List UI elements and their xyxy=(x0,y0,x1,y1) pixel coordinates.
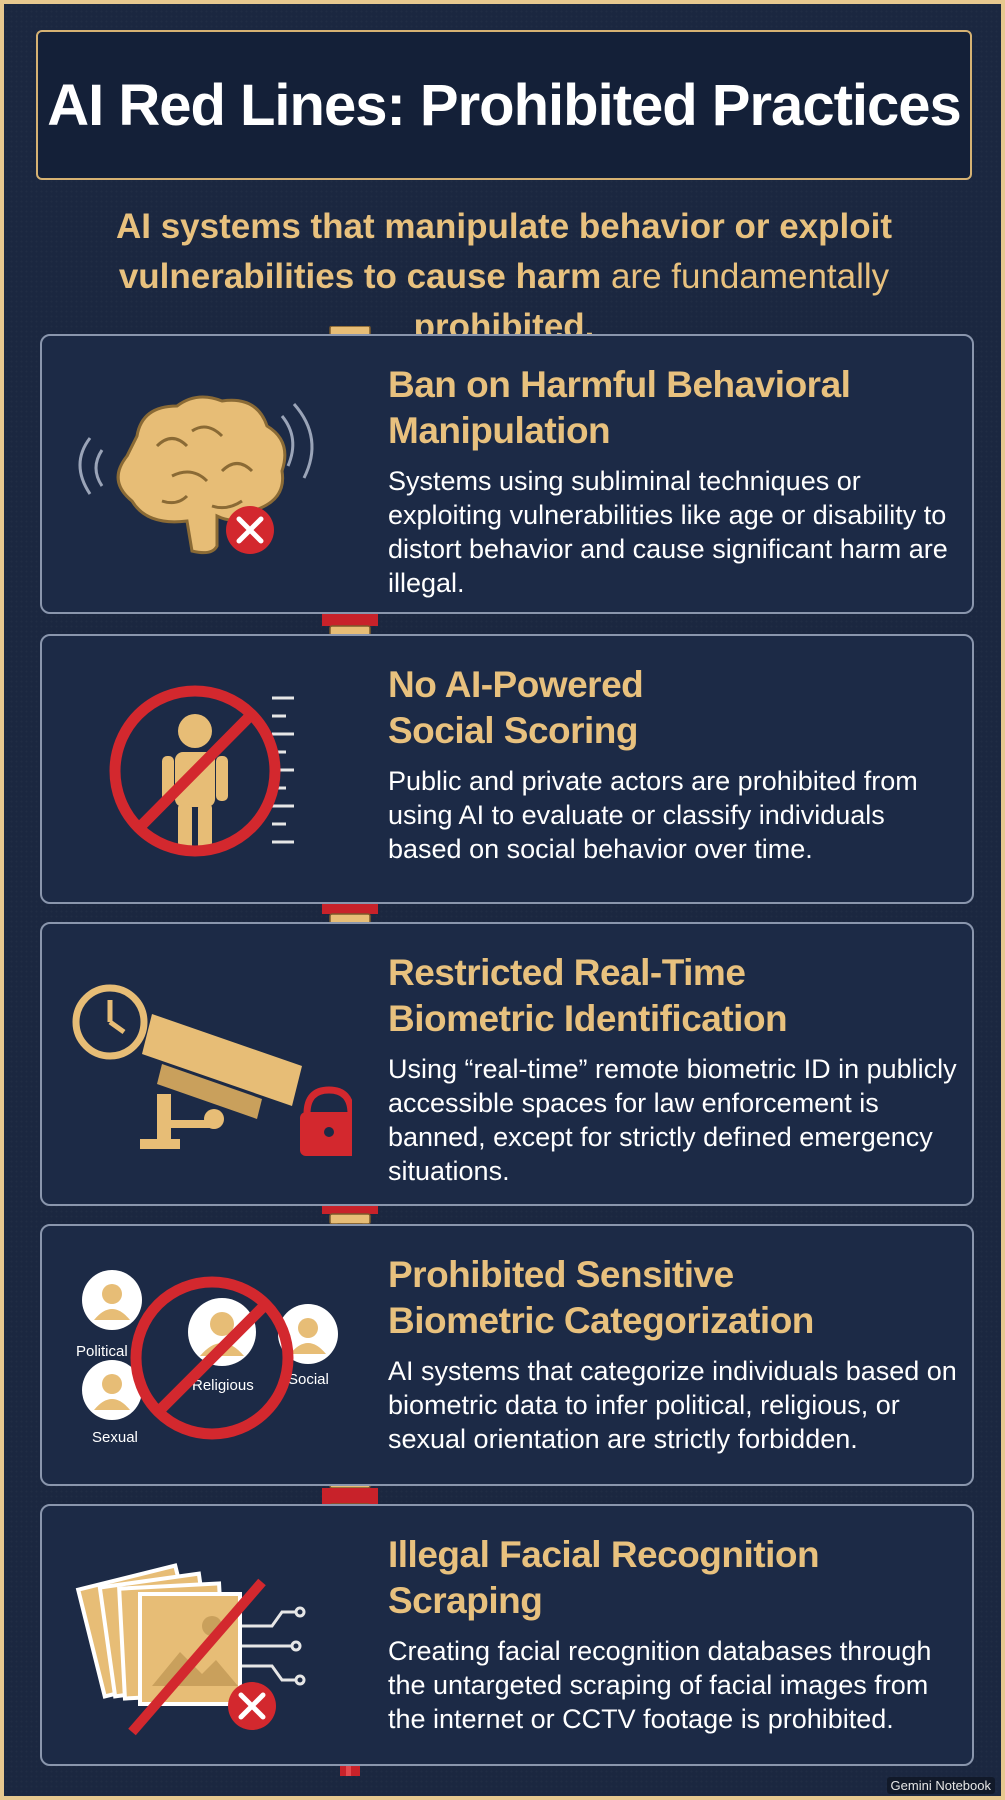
card-heading-line-2: Scraping xyxy=(388,1580,543,1621)
card-heading-line-1: Restricted Real-Time xyxy=(388,952,746,993)
card-heading: Prohibited Sensitive Biometric Categoriz… xyxy=(388,1252,960,1344)
card-text: Ban on Harmful Behavioral Manipulation S… xyxy=(388,362,960,600)
card-biometric-categorization: Political Religious Social Sexual Prohib… xyxy=(40,1224,974,1486)
card-heading-line-1: Illegal Facial Recognition xyxy=(388,1534,820,1575)
infographic-frame: AI Red Lines: Prohibited Practices AI sy… xyxy=(4,4,1001,1796)
card-heading: Ban on Harmful Behavioral Manipulation xyxy=(388,362,960,454)
subtitle-connector: are fundamentally xyxy=(601,257,890,296)
card-text: No AI-Powered Social Scoring Public and … xyxy=(388,662,960,866)
label-religious: Religious xyxy=(192,1377,254,1394)
card-heading-line-2: Manipulation xyxy=(388,410,611,451)
label-political: Political xyxy=(76,1343,128,1360)
card-biometric-identification: Restricted Real-Time Biometric Identific… xyxy=(40,922,974,1206)
card-body: Creating facial recognition databases th… xyxy=(388,1636,932,1734)
card-heading-line-2: Biometric Identification xyxy=(388,998,788,1039)
photos-scraping-x-icon xyxy=(75,1563,306,1736)
card-body: Public and private actors are prohibited… xyxy=(388,766,918,864)
card-social-scoring: No AI-Powered Social Scoring Public and … xyxy=(40,634,974,904)
label-sexual: Sexual xyxy=(92,1429,138,1446)
card-text: Restricted Real-Time Biometric Identific… xyxy=(388,950,960,1188)
subtitle: AI systems that manipulate behavior or e… xyxy=(24,202,984,352)
card-behavioral-manipulation: Ban on Harmful Behavioral Manipulation S… xyxy=(40,334,974,614)
card-heading: Restricted Real-Time Biometric Identific… xyxy=(388,950,960,1042)
surveillance-camera-lock-icon xyxy=(72,984,352,1156)
card-heading-line-1: Ban on Harmful Behavioral xyxy=(388,364,851,405)
page-title: AI Red Lines: Prohibited Practices xyxy=(47,72,962,138)
subtitle-emphasis: vulnerabilities to cause harm xyxy=(118,257,602,296)
card-heading-line-1: No AI-Powered xyxy=(388,664,644,705)
subtitle-line-1: AI systems that manipulate behavior or e… xyxy=(115,207,893,246)
card-text: Illegal Facial Recognition Scraping Crea… xyxy=(388,1532,960,1736)
card-heading: Illegal Facial Recognition Scraping xyxy=(388,1532,960,1624)
label-social: Social xyxy=(288,1371,329,1388)
card-heading: No AI-Powered Social Scoring xyxy=(388,662,960,754)
watermark: Gemini Notebook xyxy=(886,1777,995,1794)
card-heading-line-2: Social Scoring xyxy=(388,710,639,751)
card-heading-line-2: Biometric Categorization xyxy=(388,1300,814,1341)
card-heading-line-1: Prohibited Sensitive xyxy=(388,1254,734,1295)
title-banner: AI Red Lines: Prohibited Practices xyxy=(36,30,972,180)
person-prohibited-icon xyxy=(109,685,294,857)
card-body: Systems using subliminal techniques or e… xyxy=(388,466,948,598)
brain-with-x-icon xyxy=(78,395,314,555)
card-body: AI systems that categorize individuals b… xyxy=(388,1356,957,1454)
card-text: Prohibited Sensitive Biometric Categoriz… xyxy=(388,1252,960,1456)
card-facial-scraping: Illegal Facial Recognition Scraping Crea… xyxy=(40,1504,974,1766)
card-body: Using “real-time” remote biometric ID in… xyxy=(388,1054,957,1186)
categorization-prohibited-icon: Political Religious Social Sexual xyxy=(76,1270,338,1446)
